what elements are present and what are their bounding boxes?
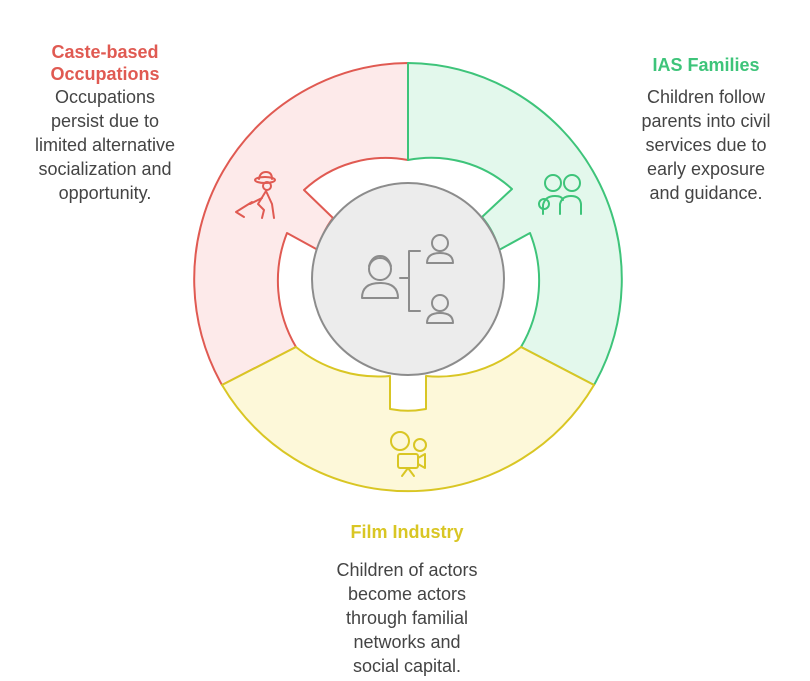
segment-film-shape xyxy=(221,346,595,493)
farmer-icon xyxy=(235,171,276,219)
center-hub xyxy=(311,182,505,376)
ias-text-block: IAS Families Children follow parents int… xyxy=(616,54,796,205)
people-group-icon xyxy=(538,174,582,215)
film-description: Children of actors become actors through… xyxy=(336,560,478,676)
parent-children-icon xyxy=(361,234,454,324)
caste-description: Occupations persist due to limited alter… xyxy=(34,87,176,203)
film-camera-icon xyxy=(390,431,427,477)
ias-title: IAS Families xyxy=(652,55,760,75)
caste-title: Caste-based Occupations xyxy=(50,42,160,84)
caste-text-block: Caste-based Occupations Occupations pers… xyxy=(16,41,194,205)
film-text-block: Film Industry Children of actors become … xyxy=(312,521,502,678)
ias-description: Children follow parents into civil servi… xyxy=(641,87,771,203)
segment-film xyxy=(221,346,595,493)
film-title: Film Industry xyxy=(350,522,464,542)
